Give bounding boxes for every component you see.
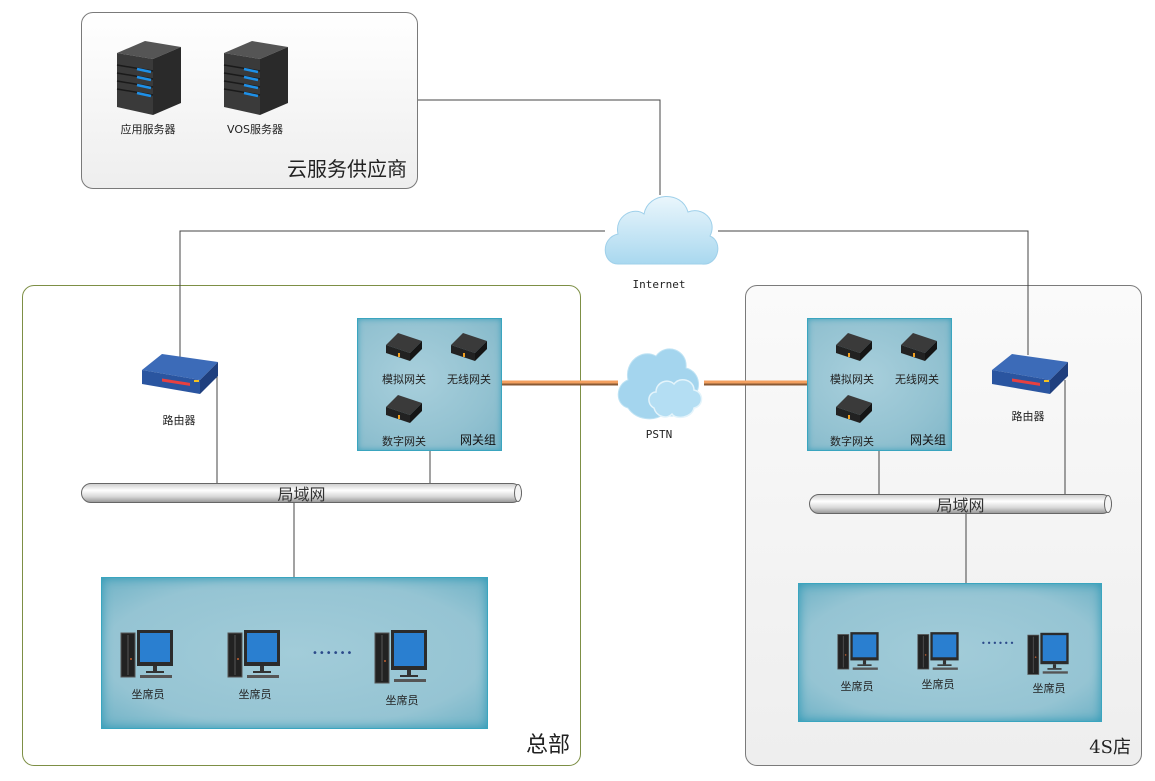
hq-gateway-group: 模拟网关 无线网关 数字网关 网关组 [357, 318, 502, 451]
shop-lan-label: 局域网 [936, 496, 985, 515]
server-icon [223, 41, 288, 115]
workstation-icon [227, 630, 280, 678]
pstn-label: PSTN [645, 428, 673, 441]
digital-gateway-icon [836, 395, 872, 423]
internet-to-shop-router-line [718, 230, 1029, 355]
digital-gateway-label: 数字网关 [382, 435, 426, 448]
shop-router-label: 路由器 [1011, 410, 1045, 423]
digital-gateway-label: 数字网关 [830, 435, 874, 448]
pipe-end [514, 484, 522, 502]
hq-agent-area: 坐席员 坐席员 •••••• 坐席员 [101, 577, 488, 729]
hq-gateway-group-title: 网关组 [459, 433, 496, 447]
agent-label: 坐席员 [238, 688, 272, 701]
headquarters-label: 总部 [525, 733, 570, 758]
internet-cloud-icon [604, 196, 719, 265]
pstn-cloud-icon [617, 348, 703, 420]
vos-server-label: VOS服务器 [227, 123, 283, 136]
workstation-icon [374, 630, 427, 684]
wireless-gateway-label: 无线网关 [447, 373, 491, 386]
analog-gateway-label: 模拟网关 [382, 373, 426, 386]
shop-agent-area: 坐席员 坐席员 •••••• 坐席员 [798, 583, 1102, 722]
internet-to-hq-router-line [179, 230, 605, 362]
wireless-gateway-icon [901, 333, 937, 361]
shop-gateway-group: 模拟网关 无线网关 数字网关 网关组 [807, 318, 952, 451]
more-agents-ellipsis: •••••• [981, 639, 1016, 648]
agent-label: 坐席员 [385, 694, 419, 707]
wireless-gateway-label: 无线网关 [895, 373, 939, 386]
hq-router-label: 路由器 [162, 414, 196, 427]
internet-label: Internet [632, 278, 686, 291]
workstation-icon [120, 630, 173, 678]
analog-gateway-label: 模拟网关 [830, 373, 874, 386]
app-server-label: 应用服务器 [120, 123, 176, 136]
hq-lan-pipe: 局域网 [81, 483, 522, 504]
analog-gateway-icon [386, 333, 422, 361]
cloud-provider-label: 云服务供应商 [287, 157, 407, 181]
server-icon [116, 41, 181, 115]
more-agents-ellipsis: •••••• [312, 648, 354, 659]
router-icon [992, 354, 1068, 394]
analog-gateway-icon [836, 333, 872, 361]
digital-gateway-icon [386, 395, 422, 423]
hq-lan-label: 局域网 [277, 485, 326, 504]
workstation-icon [837, 632, 879, 670]
cloud-to-internet-line [418, 99, 661, 195]
shop-gateway-group-title: 网关组 [909, 433, 946, 447]
agent-label: 坐席员 [1032, 682, 1066, 695]
workstation-icon [1027, 632, 1069, 675]
shop-lan-pipe: 局域网 [809, 494, 1112, 515]
pstn-trunk-lines [502, 380, 808, 386]
agent-label: 坐席员 [921, 678, 955, 691]
agent-label: 坐席员 [131, 688, 165, 701]
wireless-gateway-icon [451, 333, 487, 361]
agent-label: 坐席员 [840, 680, 874, 693]
router-icon [142, 354, 218, 394]
shop-label: 4S店 [1089, 737, 1131, 758]
workstation-icon [917, 632, 959, 670]
pipe-end [1104, 495, 1112, 513]
